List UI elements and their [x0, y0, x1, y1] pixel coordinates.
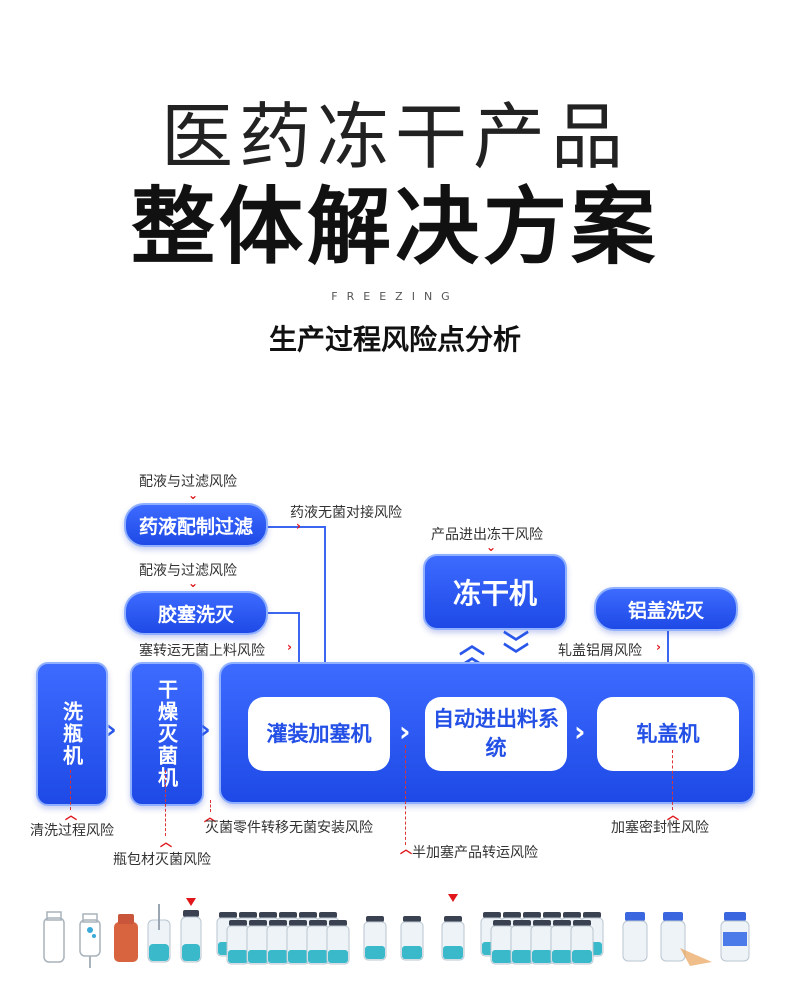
filling-vial-icon: [147, 904, 171, 963]
node-auto-loading: 自动进出料系统: [425, 697, 567, 771]
risk-arrow-7: ︿: [65, 808, 78, 822]
node-filling-stoppering: 灌装加塞机: [248, 697, 390, 771]
node-dry-sterilizer: 干燥灭菌机: [130, 662, 204, 806]
risk-bottle-packaging: 瓶包材灭菌风险: [113, 852, 211, 868]
washing-vial-icon: [79, 913, 101, 968]
risk-arrow-4: ⌄: [188, 576, 199, 590]
node-freeze-dryer: 冻干机: [423, 554, 567, 630]
flow-chevron-2: ›: [200, 715, 211, 745]
risk-arrow-3: ⌄: [486, 540, 497, 554]
dash-half-stopper: [405, 745, 406, 845]
risk-freeze-in-out: 产品进出冻干风险: [431, 527, 543, 543]
risk-arrow-10: ︿: [160, 835, 173, 849]
risk-seal-integrity: 加塞密封性风险: [611, 820, 709, 836]
connector-stopper-h: [265, 612, 299, 614]
risk-arrow-9: ︿: [667, 808, 680, 822]
node-solution-prep: 药液配制过滤: [124, 503, 268, 547]
subtitle-chinese: 生产过程风险点分析: [268, 323, 521, 356]
node-bottle-washer-label: 洗瓶机: [59, 701, 84, 767]
dash-seal: [672, 750, 673, 810]
connector-prep-h: [265, 526, 325, 528]
title-line-1: 医药冻干产品: [160, 95, 629, 179]
vial-group-1-icon: [216, 911, 350, 965]
risk-aseptic-connection: 药液无菌对接风险: [290, 505, 402, 521]
risk-solution-filter-2: 配液与过滤风险: [139, 563, 237, 579]
node-capping: 轧盖机: [597, 697, 739, 771]
flow-chevron-4: ›: [574, 715, 586, 748]
capped-vial-icons: [622, 912, 750, 966]
flow-chevron-3: ›: [399, 715, 411, 748]
freezing-vial-icons: [363, 894, 465, 961]
dash-sterilization: [210, 800, 211, 812]
title-line-2: 整体解决方案: [130, 178, 659, 276]
node-bottle-washer: 洗瓶机: [36, 662, 108, 806]
dash-cleaning: [70, 770, 71, 810]
risk-solution-filter-1: 配液与过滤风险: [139, 474, 237, 490]
risk-arrow-6: ›: [656, 640, 661, 654]
flow-chevron-1: ›: [106, 715, 117, 745]
node-dry-sterilizer-label: 干燥灭菌机: [154, 679, 179, 789]
sterilized-vial-icon: [114, 914, 138, 962]
stoppering-vial-icon: [180, 898, 202, 963]
risk-arrow-11: ︿: [400, 842, 413, 856]
risk-sterilization-parts: 灭菌零件转移无菌安装风险: [205, 820, 373, 836]
risk-arrow-8: ︿: [204, 810, 217, 824]
subtitle-english: FREEZING: [331, 290, 459, 303]
risk-arrow-5: ›: [287, 640, 292, 654]
vial-group-2-icon: [480, 911, 604, 965]
risk-cleaning-process: 清洗过程风险: [30, 823, 114, 839]
arrow-down-icon: ﹀﹀: [503, 630, 530, 672]
node-cap-wash: 铝盖洗灭: [594, 587, 738, 631]
arrow-up-icon: ︿︿: [459, 630, 486, 672]
vial-illustration-strip: [43, 894, 750, 968]
connector-stopper-v: [298, 612, 300, 696]
risk-cap-debris: 轧盖铝屑风险: [558, 643, 642, 659]
connector-prep-v: [324, 526, 326, 696]
risk-arrow-2: ›: [296, 519, 301, 533]
risk-arrow-1: ⌄: [188, 488, 199, 502]
risk-stopper-transfer: 塞转运无菌上料风险: [139, 643, 265, 659]
risk-half-stopper-transport: 半加塞产品转运风险: [412, 845, 538, 861]
node-stopper-wash: 胶塞洗灭: [124, 591, 268, 635]
dash-bottle: [165, 770, 166, 836]
empty-vial-icon: [43, 911, 65, 963]
